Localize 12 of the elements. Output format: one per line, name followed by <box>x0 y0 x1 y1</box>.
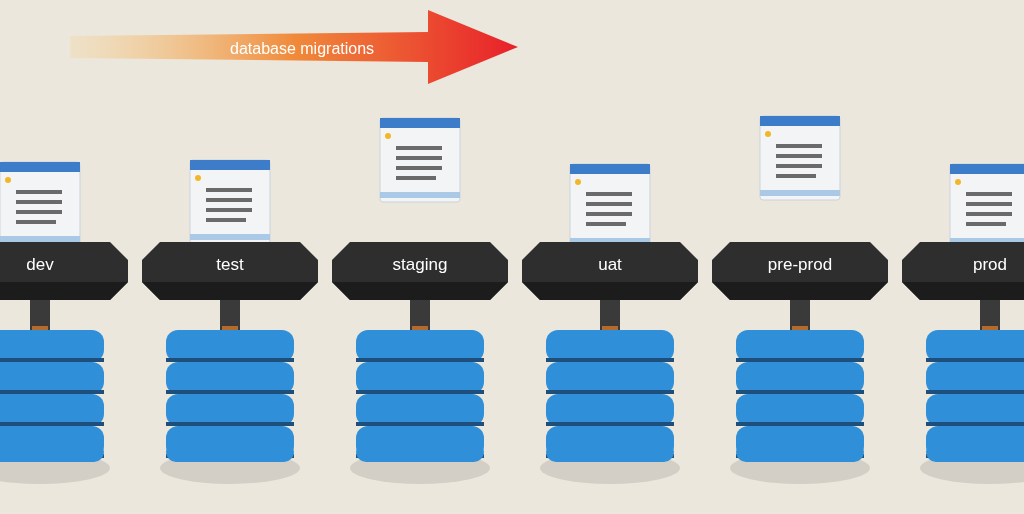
environment-label: prod <box>973 254 1007 277</box>
platform <box>332 242 508 300</box>
environment-label: pre-prod <box>767 254 833 277</box>
environment-label: test <box>216 254 244 277</box>
platform <box>0 242 128 300</box>
environment-label: dev <box>26 254 54 277</box>
platform <box>712 242 888 300</box>
environment-label: staging <box>392 254 448 277</box>
platform <box>142 242 318 300</box>
platform <box>522 242 698 300</box>
environment-label: uat <box>598 254 622 277</box>
arrow-caption: database migrations <box>230 39 375 59</box>
